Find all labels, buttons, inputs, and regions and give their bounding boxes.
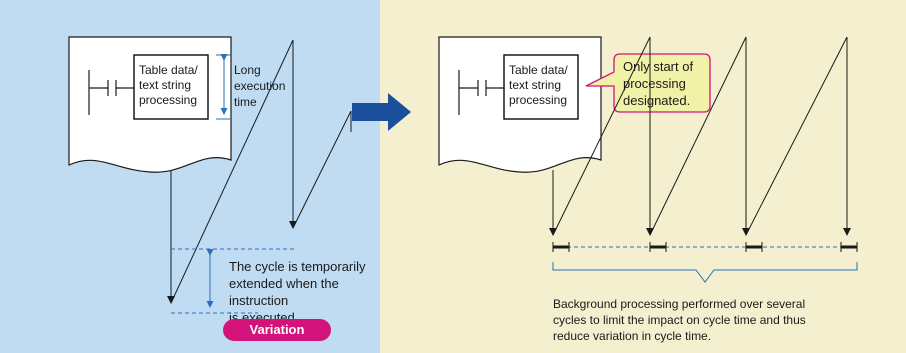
- variation-badge: Variation: [223, 319, 331, 341]
- left-instruction-box: [133, 54, 209, 120]
- left-instruction-label: Table data/ text string processing: [139, 63, 198, 107]
- background-brace: [552, 262, 858, 283]
- transition-arrow: [352, 93, 411, 131]
- right-instruction-box: [503, 54, 579, 120]
- left-scan-diagonal-2: [292, 110, 352, 229]
- right-instruction-label: Table data/ text string processing: [509, 63, 568, 107]
- background-processing-segments: [552, 242, 858, 252]
- callout-bubble: [585, 53, 711, 113]
- cycle-extension-note: The cycle is temporarily extended when t…: [229, 259, 366, 325]
- left-scan-diagonal: [170, 39, 294, 304]
- execution-time-label: Long execution time: [234, 63, 286, 109]
- callout-text: Only start of processing designated.: [623, 59, 694, 108]
- background-processing-note: Background processing performed over sev…: [553, 297, 806, 343]
